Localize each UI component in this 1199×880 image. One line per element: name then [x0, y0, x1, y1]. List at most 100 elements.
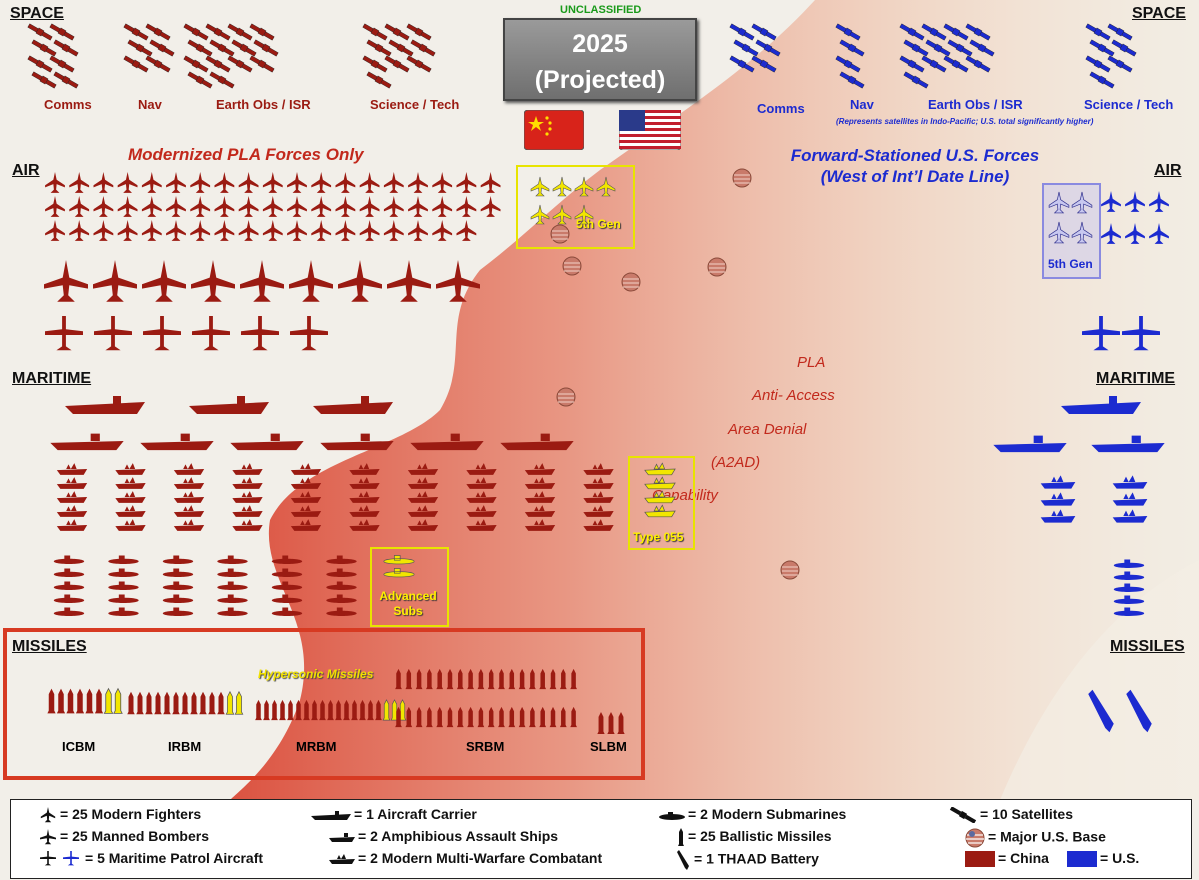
china-combatant-icon — [232, 477, 263, 489]
us-satellite-icon — [921, 55, 947, 73]
china-fighter-icon — [214, 220, 235, 241]
china-bomber-icon — [93, 260, 137, 302]
legend-bombers: = 25 Manned Bombers — [39, 828, 209, 845]
legend-ballistic: = 25 Ballistic Missiles — [677, 828, 832, 847]
legend-amphib-text: = 2 Amphibious Assault Ships — [358, 828, 559, 844]
china-combatant-icon — [115, 463, 146, 475]
mrbm-hypersonic-missile-icon — [398, 699, 407, 721]
china-combatant-icon — [56, 477, 88, 489]
china-submarine-icon — [53, 594, 85, 603]
air-label-china: AIR — [12, 162, 40, 179]
icbm-missile-icon — [56, 688, 66, 714]
china-combatant-icon — [524, 477, 556, 489]
irbm-missile-icon — [208, 691, 216, 715]
a2ad-line2: Anti- Access — [752, 387, 835, 404]
us-forces-title-line2: (West of Int’l Date Line) — [820, 167, 1010, 186]
slbm-missile-icon — [617, 712, 625, 734]
icbm-label: ICBM — [62, 739, 96, 754]
china-satellite-icon — [227, 23, 253, 41]
us-satellite-icon — [899, 23, 925, 41]
legend-satellites: = 10 Satellites — [949, 806, 1073, 825]
china-satellite-icon — [187, 71, 213, 89]
us-fighter-icon — [1125, 223, 1145, 244]
china-combatant-icon — [407, 519, 439, 531]
china-satellite-icon — [187, 39, 213, 57]
china-fighter-icon — [141, 220, 162, 241]
hypersonic-missiles-label: Hypersonic Missiles — [258, 667, 374, 681]
srbm-missile-icon — [456, 706, 464, 728]
china-fighter-icon — [69, 172, 90, 193]
us-satellite-icon — [969, 39, 995, 57]
china-satellite-icon — [227, 55, 253, 73]
srbm-missile-icon — [508, 706, 516, 728]
china-fighter-icon — [335, 220, 356, 241]
china-fighter-icon — [408, 220, 428, 241]
china-satellite-icon — [127, 39, 153, 57]
us-satellite-icon — [899, 55, 925, 73]
srbm-missile-icon — [487, 668, 495, 690]
us-patrol-aircraft-icon — [63, 851, 79, 866]
us-satellite-icon — [839, 71, 865, 89]
china-combatant-icon — [524, 463, 556, 475]
china-combatant-icon — [349, 505, 380, 517]
china-fighter-icon — [93, 172, 114, 193]
china-space-science-label: Science / Tech — [370, 97, 460, 112]
china-amphib-ship-icon — [410, 433, 484, 451]
srbm-missile-icon — [426, 706, 433, 728]
icbm-hypersonic-missile-icon — [103, 687, 114, 714]
us-submarine-icon — [1113, 583, 1145, 592]
us-patrol-aircraft-icon — [1082, 316, 1120, 351]
us-base-icon — [965, 828, 985, 848]
us-satellite-icon — [751, 55, 777, 73]
china-combatant-icon — [290, 463, 322, 475]
icbm-missile-icon — [94, 688, 104, 714]
china-satellite-icon — [253, 39, 279, 57]
srbm-missile-icon — [518, 706, 526, 728]
mrbm-missile-icon — [327, 699, 334, 721]
us-carrier-icon — [1061, 396, 1141, 414]
china-combatant-icon — [115, 519, 146, 531]
us-space-note: (Represents satellites in Indo-Pacific; … — [836, 117, 1094, 126]
china-5thgen-box: 5th Gen — [516, 165, 635, 249]
irbm-missile-icon — [199, 691, 207, 715]
us-base-icon — [780, 560, 800, 580]
china-combatant-icon — [524, 491, 556, 503]
china-combatant-icon — [583, 505, 614, 517]
us-forces-title-line1: Forward-Stationed U.S. Forces — [790, 146, 1040, 165]
us-space-nav-label: Nav — [850, 97, 874, 112]
a2ad-line4: (A2AD) — [711, 454, 761, 471]
srbm-missile-icon — [436, 706, 444, 728]
us-fighter-icon — [1101, 223, 1121, 244]
china-bomber-icon — [289, 260, 333, 302]
china-satellite-icon — [27, 55, 53, 73]
china-satellite-icon — [366, 39, 392, 57]
legend-fighters-text: = 25 Modern Fighters — [60, 806, 202, 822]
china-submarine-icon — [326, 568, 357, 577]
us-satellite-icon — [1089, 39, 1115, 57]
us-satellite-icon — [1085, 55, 1111, 73]
china-5thgen-fighter-icon — [552, 204, 572, 225]
china-fighter-icon — [166, 196, 186, 217]
a2ad-line1: PLA — [797, 354, 826, 371]
china-fighter-icon — [45, 196, 65, 217]
china-combatant-icon — [173, 491, 205, 503]
china-fighter-icon — [359, 196, 380, 217]
china-submarine-icon — [162, 555, 194, 564]
srbm-missile-icon — [446, 668, 454, 690]
us-satellite-icon — [947, 39, 973, 57]
china-satellite-icon — [362, 55, 388, 73]
china-fighter-icon — [238, 172, 259, 193]
us-satellite-icon — [751, 23, 777, 41]
mrbm-missile-icon — [271, 699, 278, 721]
china-fighter-icon — [480, 172, 501, 193]
projected-label: (Projected) — [534, 66, 666, 94]
china-fighter-icon — [117, 172, 138, 193]
us-base-icon — [550, 224, 570, 244]
srbm-missile-icon — [529, 706, 536, 728]
china-fighter-icon — [166, 172, 186, 193]
china-satellite-icon — [388, 39, 414, 57]
china-carrier-icon — [313, 396, 393, 414]
us-fighter-icon — [1149, 223, 1169, 244]
advanced-subs-box: Advanced Subs — [370, 547, 449, 627]
us-satellite-icon — [965, 55, 991, 73]
